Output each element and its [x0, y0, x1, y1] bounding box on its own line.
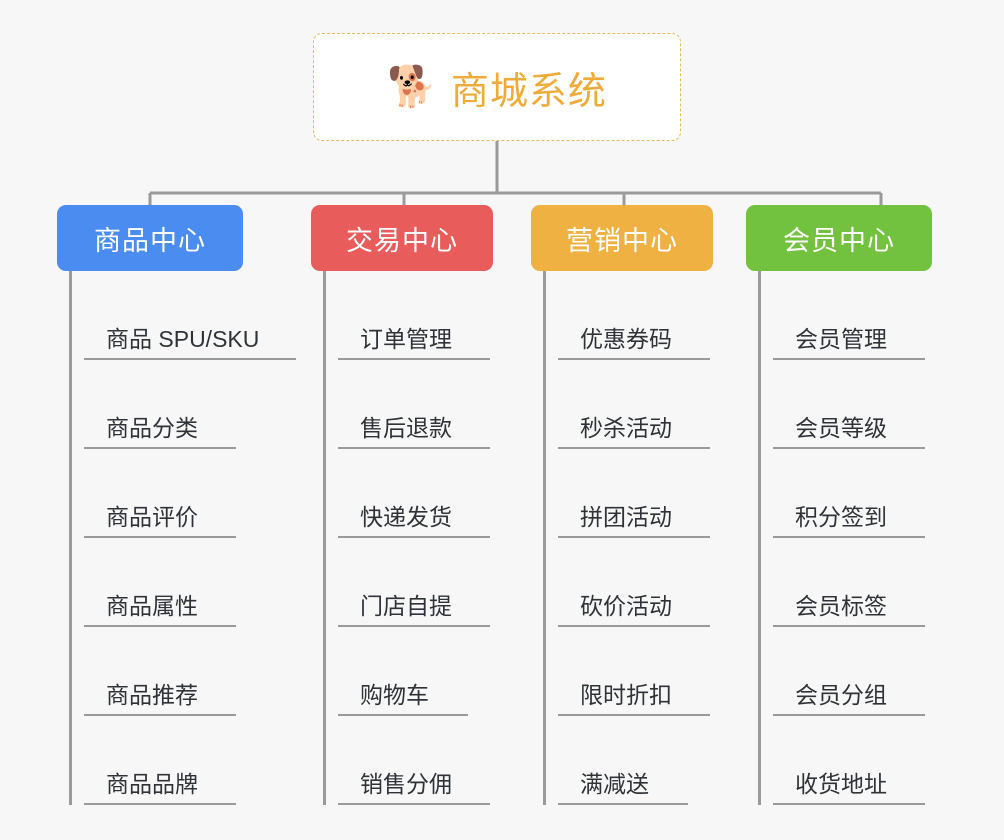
list-item[interactable]: 商品 SPU/SKU — [84, 271, 296, 360]
list-item-label: 订单管理 — [360, 326, 452, 353]
list-item[interactable]: 商品品牌 — [84, 716, 236, 805]
list-item-label: 商品推荐 — [106, 682, 198, 709]
branch-header-label: 会员中心 — [783, 225, 895, 256]
branch-column-1: 商品中心 商品 SPU/SKU 商品分类 商品评价 商品属性 商品推荐 商品品牌 — [57, 205, 296, 805]
list-item-label: 优惠券码 — [580, 326, 672, 353]
root-node[interactable]: 🐕 商城系统 — [313, 33, 681, 141]
list-item[interactable]: 门店自提 — [338, 538, 490, 627]
branch-header-1[interactable]: 商品中心 — [57, 205, 243, 271]
list-item-label: 商品分类 — [106, 415, 198, 442]
list-item[interactable]: 拼团活动 — [558, 449, 710, 538]
list-item[interactable]: 满减送 — [558, 716, 688, 805]
list-item-label: 快递发货 — [360, 504, 452, 531]
branch-header-label: 营销中心 — [566, 225, 678, 256]
list-item[interactable]: 销售分佣 — [338, 716, 490, 805]
list-item[interactable]: 收货地址 — [773, 716, 925, 805]
branch-items-1: 商品 SPU/SKU 商品分类 商品评价 商品属性 商品推荐 商品品牌 — [69, 271, 296, 805]
list-item-label: 商品品牌 — [106, 771, 198, 798]
list-item-label: 会员等级 — [795, 415, 887, 442]
branch-header-2[interactable]: 交易中心 — [311, 205, 493, 271]
list-item-label: 会员标签 — [795, 593, 887, 620]
list-item[interactable]: 积分签到 — [773, 449, 925, 538]
list-item[interactable]: 商品评价 — [84, 449, 236, 538]
branch-header-4[interactable]: 会员中心 — [746, 205, 932, 271]
list-item[interactable]: 限时折扣 — [558, 627, 710, 716]
list-item-label: 售后退款 — [360, 415, 452, 442]
list-item-label: 销售分佣 — [360, 771, 452, 798]
branch-header-label: 交易中心 — [346, 225, 458, 256]
list-item[interactable]: 售后退款 — [338, 360, 490, 449]
list-item[interactable]: 购物车 — [338, 627, 468, 716]
list-item-label: 满减送 — [580, 771, 649, 798]
branch-column-4: 会员中心 会员管理 会员等级 积分签到 会员标签 会员分组 收货地址 — [746, 205, 932, 805]
list-item[interactable]: 商品属性 — [84, 538, 236, 627]
branch-header-label: 商品中心 — [94, 225, 206, 256]
list-item-label: 砍价活动 — [580, 593, 672, 620]
branch-column-2: 交易中心 订单管理 售后退款 快递发货 门店自提 购物车 销售分佣 — [311, 205, 493, 805]
list-item[interactable]: 会员等级 — [773, 360, 925, 449]
branch-items-3: 优惠券码 秒杀活动 拼团活动 砍价活动 限时折扣 满减送 — [543, 271, 713, 805]
list-item-label: 收货地址 — [795, 771, 887, 798]
list-item[interactable]: 会员分组 — [773, 627, 925, 716]
list-item-label: 商品 SPU/SKU — [106, 326, 260, 353]
list-item-label: 门店自提 — [360, 593, 452, 620]
list-item[interactable]: 会员管理 — [773, 271, 925, 360]
branch-column-3: 营销中心 优惠券码 秒杀活动 拼团活动 砍价活动 限时折扣 满减送 — [531, 205, 713, 805]
list-item-label: 商品评价 — [106, 504, 198, 531]
list-item-label: 购物车 — [360, 682, 429, 709]
list-item[interactable]: 优惠券码 — [558, 271, 710, 360]
list-item[interactable]: 商品分类 — [84, 360, 236, 449]
branch-items-2: 订单管理 售后退款 快递发货 门店自提 购物车 销售分佣 — [323, 271, 493, 805]
list-item-label: 积分签到 — [795, 504, 887, 531]
list-item[interactable]: 商品推荐 — [84, 627, 236, 716]
list-item-label: 会员管理 — [795, 326, 887, 353]
branch-items-4: 会员管理 会员等级 积分签到 会员标签 会员分组 收货地址 — [758, 271, 932, 805]
list-item[interactable]: 砍价活动 — [558, 538, 710, 627]
list-item[interactable]: 秒杀活动 — [558, 360, 710, 449]
list-item[interactable]: 快递发货 — [338, 449, 490, 538]
list-item[interactable]: 会员标签 — [773, 538, 925, 627]
root-title: 商城系统 — [450, 70, 607, 113]
list-item-label: 秒杀活动 — [580, 415, 672, 442]
list-item-label: 会员分组 — [795, 682, 887, 709]
shiba-dog-icon: 🐕 — [387, 65, 437, 109]
list-item[interactable]: 订单管理 — [338, 271, 490, 360]
branch-header-3[interactable]: 营销中心 — [531, 205, 713, 271]
list-item-label: 拼团活动 — [580, 504, 672, 531]
list-item-label: 商品属性 — [106, 593, 198, 620]
list-item-label: 限时折扣 — [580, 682, 672, 709]
